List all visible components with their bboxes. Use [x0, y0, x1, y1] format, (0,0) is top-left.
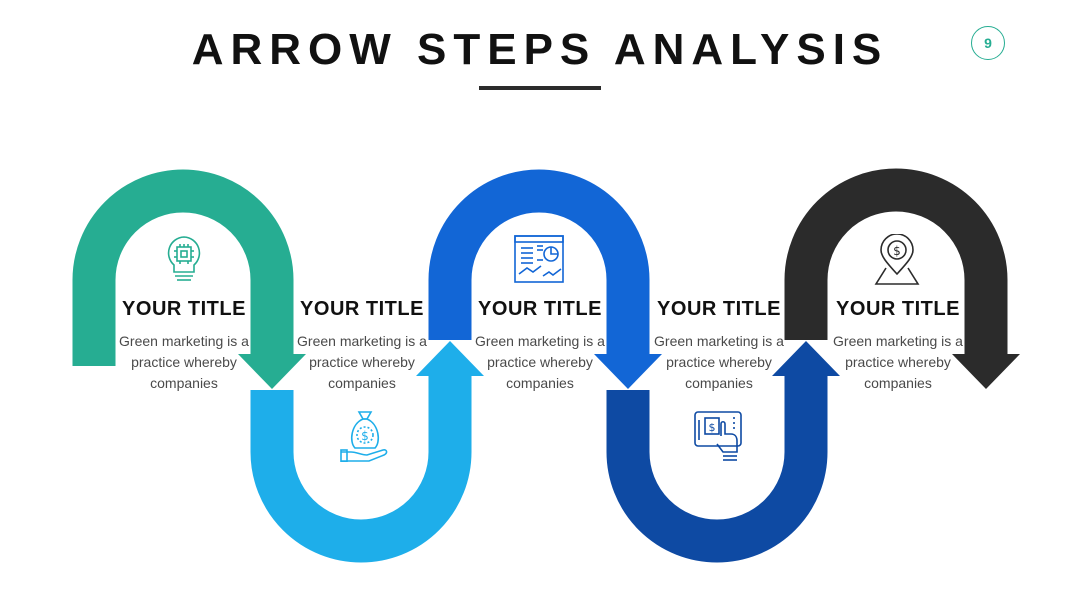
- step-4-title: YOUR TITLE: [657, 298, 781, 320]
- step-3-description: Green marketing is a practice whereby co…: [475, 333, 605, 391]
- step-2-arrow: [250, 341, 484, 563]
- step-2-description: Green marketing is a practice whereby co…: [297, 333, 427, 391]
- step-3-arrow: [428, 169, 662, 389]
- step-1-arrow: [72, 169, 306, 389]
- step-4-arrow: [606, 341, 840, 563]
- step-3-title: YOUR TITLE: [478, 298, 602, 320]
- step-1-title: YOUR TITLE: [122, 298, 246, 320]
- step-5-description: Green marketing is a practice whereby co…: [833, 333, 963, 391]
- step-1-arrow-head: [238, 354, 306, 389]
- step-2-arrow-head: [416, 341, 484, 376]
- step-5-arrow: [784, 168, 1020, 389]
- money-bag-hand-icon: $: [340, 411, 388, 462]
- step-4-arrow-head: [772, 341, 840, 376]
- step-1-description: Green marketing is a practice whereby co…: [119, 333, 249, 391]
- lightbulb-chip-icon: [167, 236, 201, 281]
- step-4-arrow-body: [606, 374, 828, 563]
- report-document-icon: [514, 235, 564, 283]
- step-5-title: YOUR TITLE: [836, 298, 960, 320]
- step-2-arrow-body: [250, 374, 472, 563]
- svg-text:$: $: [361, 429, 369, 443]
- step-5-arrow-body: [784, 168, 1008, 356]
- step-4-description: Green marketing is a practice whereby co…: [654, 333, 784, 391]
- payment-terminal-icon: $: [694, 411, 742, 461]
- page-number-badge: 9: [971, 26, 1005, 60]
- step-2-title: YOUR TITLE: [300, 298, 424, 320]
- svg-text:$: $: [893, 244, 901, 258]
- step-3-arrow-head: [594, 354, 662, 389]
- slide-title: ARROW STEPS ANALYSIS: [191, 25, 889, 74]
- step-1-arrow-body: [72, 169, 294, 366]
- location-pin-dollar-icon: $: [874, 234, 920, 285]
- title-underline: [479, 86, 601, 90]
- step-5-arrow-head: [952, 354, 1020, 389]
- step-3-arrow-body: [428, 169, 650, 356]
- svg-text:$: $: [709, 421, 716, 434]
